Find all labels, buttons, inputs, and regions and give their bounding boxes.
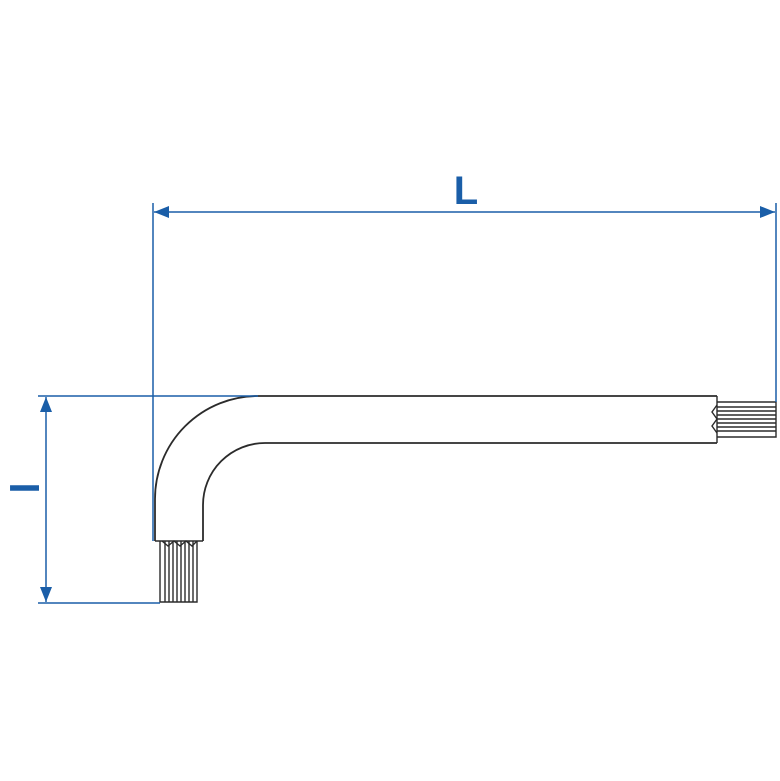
- short-leg-label: l: [1, 482, 45, 493]
- dimension-length: [152, 203, 777, 541]
- torx-tip-long-end: [711, 396, 777, 443]
- key-outer-contour: [154, 395, 717, 541]
- torx-tip-short-end: [155, 540, 203, 603]
- length-label: L: [454, 169, 478, 213]
- dimension-short-leg: [38, 395, 258, 604]
- l-shaped-key: [154, 395, 717, 541]
- key-inner-contour: [202, 442, 717, 541]
